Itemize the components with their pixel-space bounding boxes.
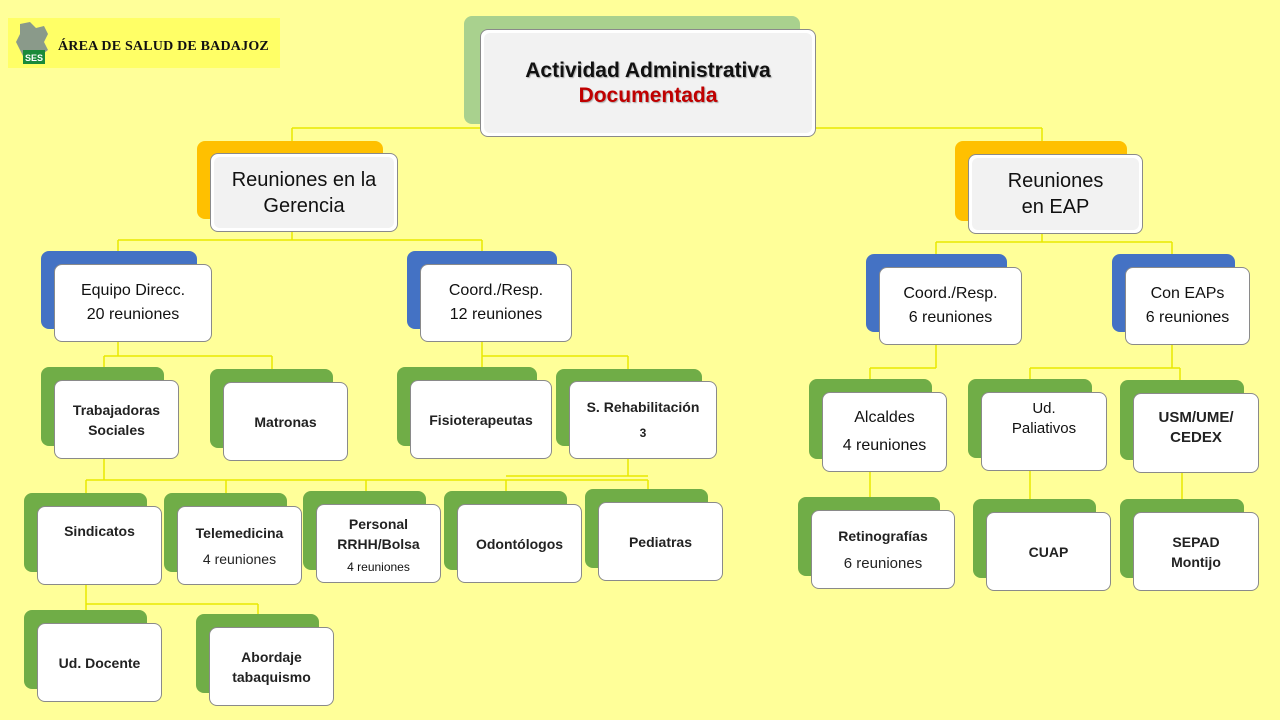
node-con-eaps: Con EAPs 6 reuniones — [1112, 254, 1250, 345]
trabajadoras-sociales-label: Trabajadoras Sociales — [72, 401, 161, 438]
personal-rrhh-count: 4 reuniones — [347, 559, 410, 574]
telemedicina-count: 4 reuniones — [202, 550, 277, 567]
connector — [117, 230, 483, 252]
coord-gerencia-title: Coord./Resp. — [448, 282, 544, 299]
level2-front-card: Coord./Resp. 12 reuniones — [420, 264, 572, 342]
ud-docente-label: Ud. Docente — [58, 654, 141, 671]
node-reuniones-eap: Reuniones en EAP — [955, 141, 1143, 234]
retinografias-count: 6 reuniones — [843, 554, 923, 572]
node-trabajadoras-sociales: Trabajadoras Sociales — [41, 367, 179, 459]
level3-front-card: Ud. Paliativos — [981, 392, 1107, 471]
connector — [1029, 344, 1181, 382]
rehabilitacion-label: S. Rehabilitación — [586, 399, 700, 415]
node-sindicatos: Sindicatos — [24, 493, 162, 585]
node-ud-paliativos: Ud. Paliativos — [968, 379, 1107, 471]
sepad-montijo-label: SEPAD Montijo — [1171, 533, 1221, 570]
node-telemedicina: Telemedicina 4 reuniones — [164, 493, 302, 585]
matronas-label: Matronas — [254, 413, 317, 430]
connector — [869, 470, 1183, 500]
logo-banner: SES ÁREA DE SALUD DE BADAJOZ — [8, 18, 280, 68]
level3-front-card: S. Rehabilitación 3 — [569, 381, 717, 459]
level3-front-card: Telemedicina 4 reuniones — [177, 506, 302, 585]
node-retinografias: Retinografías 6 reuniones — [798, 497, 955, 589]
level3-front-card: Sindicatos — [37, 506, 162, 585]
node-odontologos: Odontólogos — [444, 491, 582, 583]
level3-front-card: Ud. Docente — [37, 623, 162, 702]
con-eaps-title: Con EAPs — [1150, 285, 1225, 302]
label-reuniones-gerencia: Reuniones en la Gerencia — [231, 168, 377, 217]
level3-front-card: CUAP — [986, 512, 1111, 591]
connector — [85, 584, 259, 616]
node-matronas: Matronas — [210, 369, 348, 461]
level3-front-card: Odontólogos — [457, 504, 582, 583]
level3-front-card: Personal RRHH/Bolsa 4 reuniones — [316, 504, 441, 583]
level3-front-card: Alcaldes 4 reuniones — [822, 392, 947, 472]
personal-rrhh-label: Personal RRHH/Bolsa — [337, 515, 420, 552]
usm-ume-cedex-label: USM/UME/ CEDEX — [1158, 409, 1234, 446]
label-reuniones-eap: Reuniones en EAP — [1007, 170, 1104, 218]
level3-front-card: Retinografías 6 reuniones — [811, 510, 955, 589]
node-equipo-direcc: Equipo Direcc. 20 reuniones — [41, 251, 212, 342]
node-coord-gerencia: Coord./Resp. 12 reuniones — [407, 251, 572, 342]
node-usm-ume-cedex: USM/UME/ CEDEX — [1120, 380, 1259, 473]
retinografias-label: Retinografías — [838, 527, 928, 544]
coord-gerencia-count: 12 reuniones — [449, 306, 543, 323]
node-personal-rrhh: Personal RRHH/Bolsa 4 reuniones — [303, 491, 441, 583]
abordaje-tabaquismo-label: Abordaje tabaquismo — [232, 648, 311, 685]
level3-front-card: SEPAD Montijo — [1133, 512, 1259, 591]
equipo-direcc-count: 20 reuniones — [86, 306, 180, 323]
node-sepad-montijo: SEPAD Montijo — [1120, 499, 1259, 591]
level3-front-card: Trabajadoras Sociales — [54, 380, 179, 459]
node-reuniones-gerencia: Reuniones en la Gerencia — [197, 141, 398, 232]
rehabilitacion-count: 3 — [639, 426, 647, 440]
node-fisioterapeutas: Fisioterapeutas — [397, 367, 552, 459]
alcaldes-count: 4 reuniones — [842, 437, 927, 454]
root-node: Actividad Administrativa Documentada — [464, 16, 816, 137]
node-abordaje-tabaquismo: Abordaje tabaquismo — [196, 614, 334, 706]
level3-front-card: Matronas — [223, 382, 348, 461]
logo-ses-text: SES — [25, 53, 43, 63]
connector — [85, 458, 649, 494]
connector — [935, 232, 1173, 256]
telemedicina-label: Telemedicina — [195, 524, 284, 541]
root-subtitle: Documentada — [578, 84, 718, 107]
org-name: ÁREA DE SALUD DE BADAJOZ — [58, 39, 269, 54]
equipo-direcc-title: Equipo Direcc. — [80, 282, 186, 299]
level2-front-card: Con EAPs 6 reuniones — [1125, 267, 1250, 345]
level3-front-card: Abordaje tabaquismo — [209, 627, 334, 706]
node-pediatras: Pediatras — [585, 489, 723, 581]
node-cuap: CUAP — [973, 499, 1111, 591]
con-eaps-count: 6 reuniones — [1145, 309, 1230, 326]
level2-front-card: Equipo Direcc. 20 reuniones — [54, 264, 212, 342]
pediatras-label: Pediatras — [628, 533, 693, 550]
level3-front-card: USM/UME/ CEDEX — [1133, 393, 1259, 473]
cuap-label: CUAP — [1028, 543, 1069, 560]
level1-front-card: Reuniones en la Gerencia — [210, 153, 398, 232]
node-rehabilitacion: S. Rehabilitación 3 — [556, 369, 717, 459]
node-alcaldes: Alcaldes 4 reuniones — [809, 379, 947, 472]
fisioterapeutas-label: Fisioterapeutas — [429, 411, 533, 428]
connector — [869, 344, 937, 380]
connector — [506, 458, 648, 477]
sindicatos-label: Sindicatos — [64, 523, 135, 539]
level3-front-card: Fisioterapeutas — [410, 380, 552, 459]
coord-eap-count: 6 reuniones — [908, 309, 993, 326]
connector — [481, 342, 629, 370]
root-title: Actividad Administrativa — [525, 59, 771, 82]
ud-paliativos-label: Ud. Paliativos — [1011, 400, 1077, 437]
node-coord-eap: Coord./Resp. 6 reuniones — [866, 254, 1022, 345]
odontologos-label: Odontólogos — [475, 535, 564, 552]
root-front-card: Actividad Administrativa Documentada — [480, 29, 816, 137]
node-ud-docente: Ud. Docente — [24, 610, 162, 702]
extremadura-map-icon: SES — [16, 22, 48, 64]
level3-front-card: Pediatras — [598, 502, 723, 581]
level1-front-card: Reuniones en EAP — [968, 154, 1143, 234]
alcaldes-label: Alcaldes — [854, 409, 915, 426]
connector — [103, 342, 273, 370]
level2-front-card: Coord./Resp. 6 reuniones — [879, 267, 1022, 345]
coord-eap-title: Coord./Resp. — [903, 285, 998, 302]
